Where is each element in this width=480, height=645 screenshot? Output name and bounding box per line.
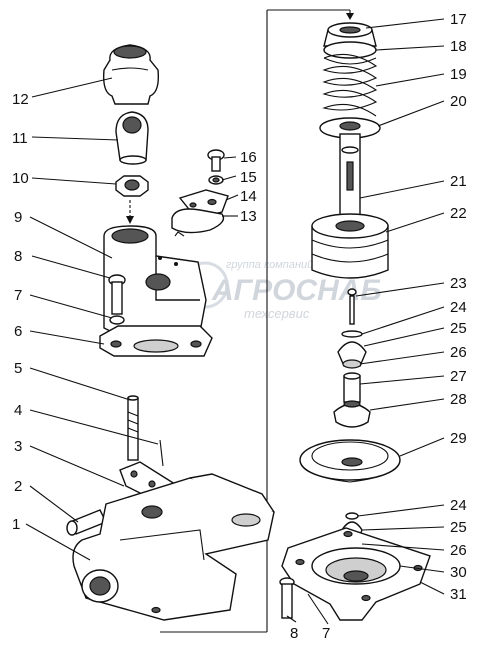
callout-6: 6 — [14, 323, 22, 340]
part-6-flange — [99, 325, 213, 357]
callout-16: 16 — [240, 149, 257, 166]
callout-8-lower: 8 — [290, 625, 298, 642]
callout-22: 22 — [450, 205, 467, 222]
callout-30: 30 — [450, 564, 467, 581]
callout-27: 27 — [450, 368, 467, 385]
callout-26-upper: 26 — [450, 344, 467, 361]
callout-17: 17 — [450, 11, 467, 28]
callout-11: 11 — [12, 130, 28, 147]
callout-28: 28 — [450, 391, 467, 408]
part-8-bolt — [108, 274, 126, 315]
callout-24-lower: 24 — [450, 497, 467, 514]
part-9-upper-housing — [103, 225, 207, 337]
callout-2: 2 — [14, 478, 22, 495]
part-27-sleeve — [343, 372, 361, 403]
callout-4: 4 — [14, 402, 22, 419]
part-8-bolt-lower — [279, 577, 295, 619]
callout-18: 18 — [450, 38, 467, 55]
callout-10: 10 — [12, 170, 29, 187]
leader-lines — [25, 18, 445, 625]
callout-5: 5 — [14, 360, 22, 377]
callout-21: 21 — [450, 173, 467, 190]
part-13-gasket — [171, 208, 225, 234]
part-23-screw — [347, 288, 357, 325]
part-11-eye-fitting — [115, 111, 149, 165]
callout-25-upper: 25 — [450, 320, 467, 337]
callout-12: 12 — [12, 91, 29, 108]
part-17-cap — [323, 22, 377, 47]
callout-7: 7 — [14, 287, 22, 304]
callout-20: 20 — [450, 93, 467, 110]
part-21-stem — [339, 133, 361, 225]
callout-3: 3 — [14, 438, 22, 455]
part-31-lower-housing — [281, 527, 431, 621]
callout-23: 23 — [450, 275, 467, 292]
part-10-nut — [115, 175, 149, 197]
part-4-pin — [159, 439, 164, 467]
callout-26-lower: 26 — [450, 542, 467, 559]
callout-19: 19 — [450, 66, 467, 83]
assembly-arrow — [126, 200, 134, 224]
part-24-washer-lower — [345, 512, 359, 520]
part-28-valve — [333, 400, 371, 428]
part-5-rod — [127, 395, 139, 461]
part-24-washer-upper — [341, 330, 363, 338]
part-22-piston — [311, 213, 389, 279]
callout-1: 1 — [12, 516, 20, 533]
callout-31: 31 — [450, 586, 467, 603]
part-19-spring — [322, 53, 378, 117]
watermark-line3: техсервис — [244, 306, 310, 321]
callout-14: 14 — [240, 188, 257, 205]
part-26-ball-upper — [342, 359, 362, 369]
part-1-lower-body — [72, 473, 275, 621]
callout-15: 15 — [240, 169, 257, 186]
callout-9: 9 — [14, 209, 22, 226]
callout-labels: 12 11 10 9 8 7 6 5 4 3 2 1 16 15 14 13 1… — [12, 11, 467, 642]
watermark-line1: группа компаний — [226, 259, 313, 271]
part-16-screw — [207, 149, 225, 172]
callout-7-lower: 7 — [322, 625, 330, 642]
part-29-diaphragm — [299, 439, 401, 483]
part-15-washer — [208, 175, 224, 185]
callout-13: 13 — [240, 208, 257, 225]
callout-24-upper: 24 — [450, 299, 467, 316]
part-7-washer — [109, 315, 125, 325]
callout-25-lower: 25 — [450, 519, 467, 536]
callout-29: 29 — [450, 430, 467, 447]
part-12-cap — [102, 44, 160, 105]
callout-8: 8 — [14, 248, 22, 265]
